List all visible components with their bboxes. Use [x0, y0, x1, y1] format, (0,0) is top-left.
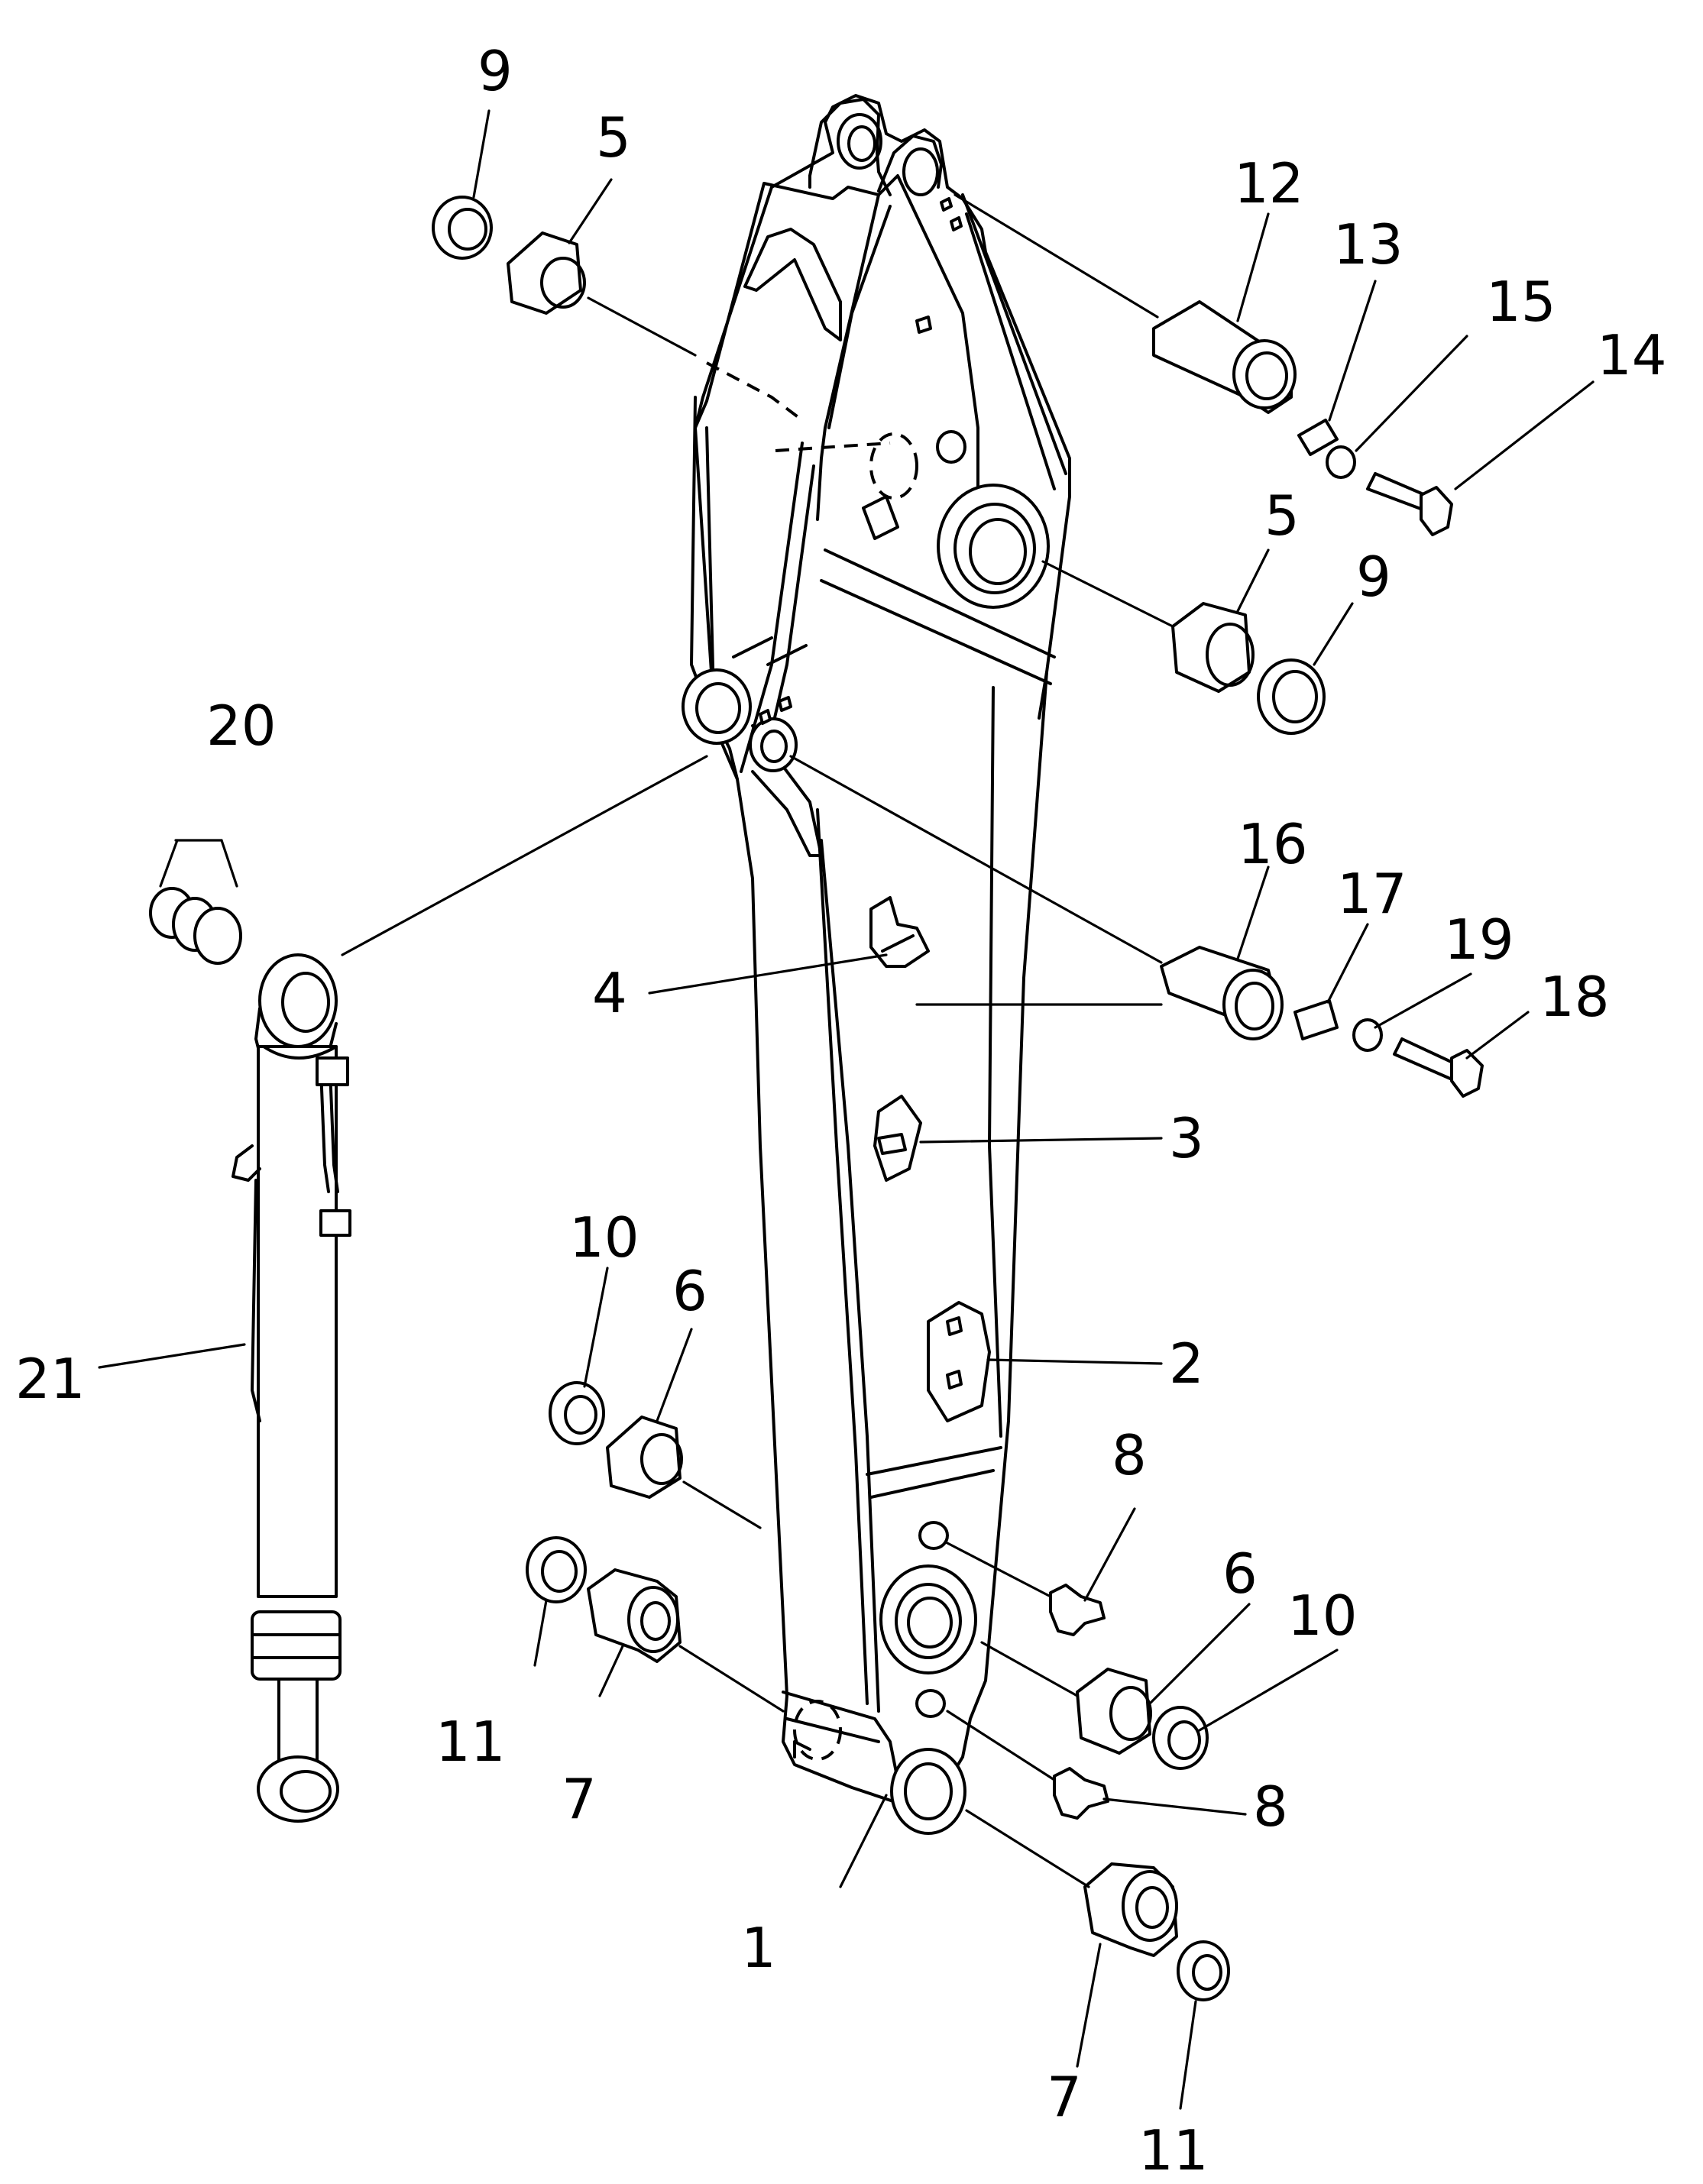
grease-fitting-8-lower	[1053, 1767, 1109, 1820]
lock-plate-13	[1297, 419, 1339, 456]
callout-10-left: 10	[569, 1205, 639, 1270]
callout-6-right: 6	[1222, 1542, 1258, 1606]
bolt-14	[1366, 472, 1453, 536]
bushing-6-right	[1076, 1668, 1152, 1755]
pin-12	[1152, 300, 1297, 414]
pin-16	[1160, 946, 1284, 1040]
seal-ring-10-left	[549, 1381, 605, 1445]
bolt-18	[1393, 1037, 1484, 1098]
callout-21: 21	[15, 1347, 86, 1411]
washer-19	[1352, 1018, 1383, 1052]
callout-13: 13	[1333, 212, 1404, 277]
callout-6-left: 6	[672, 1259, 707, 1323]
callout-5-top: 5	[596, 105, 631, 170]
callout-8-lower: 8	[1253, 1775, 1288, 1839]
callout-3: 3	[1169, 1106, 1204, 1170]
bushing-7-left	[587, 1568, 682, 1663]
callout-19: 19	[1444, 908, 1514, 972]
seal-ring-10-right	[1152, 1706, 1209, 1770]
leader-lines	[98, 109, 1595, 2110]
grease-fitting-8-upper	[1049, 1584, 1106, 1636]
callout-5-right: 5	[1264, 484, 1300, 548]
callout-labels: 1 2 3 4 5 5 6 6 7 7 8 8 9 9 10 10 11 11 …	[15, 39, 1667, 2182]
callout-10-right: 10	[1287, 1584, 1358, 1648]
bushing-5-top	[507, 231, 586, 315]
shim-rings-20	[149, 887, 242, 965]
boom-cylinder	[231, 953, 351, 1823]
callout-1: 1	[741, 1916, 776, 1980]
bushing-7-right	[1083, 1862, 1178, 1957]
seal-ring-11-right	[1177, 1940, 1230, 2001]
callout-7-right: 7	[1047, 2065, 1082, 2129]
callout-11-left: 11	[435, 1710, 506, 1774]
callout-8-upper: 8	[1112, 1423, 1147, 1487]
callout-15: 15	[1486, 270, 1556, 334]
callout-11-right: 11	[1138, 2118, 1209, 2182]
callout-16: 16	[1238, 812, 1308, 876]
boom-assembly	[682, 94, 1071, 1835]
callout-9-right: 9	[1356, 545, 1391, 609]
callout-18: 18	[1539, 965, 1610, 1029]
callout-9-top: 9	[478, 39, 513, 103]
callout-14: 14	[1597, 323, 1667, 387]
lock-plate-17	[1293, 999, 1339, 1040]
callout-12: 12	[1234, 151, 1304, 215]
seal-ring-9-top	[432, 196, 493, 260]
callout-2: 2	[1169, 1331, 1204, 1396]
seal-ring-11-left	[526, 1536, 587, 1603]
bushing-5-right	[1171, 602, 1255, 693]
bushing-6-left	[606, 1416, 683, 1499]
callout-7-left: 7	[562, 1767, 597, 1831]
callout-20: 20	[206, 694, 277, 758]
washer-15	[1326, 445, 1356, 479]
callout-17: 17	[1337, 862, 1407, 926]
callout-4: 4	[592, 961, 627, 1025]
seal-ring-9-right	[1257, 658, 1326, 735]
